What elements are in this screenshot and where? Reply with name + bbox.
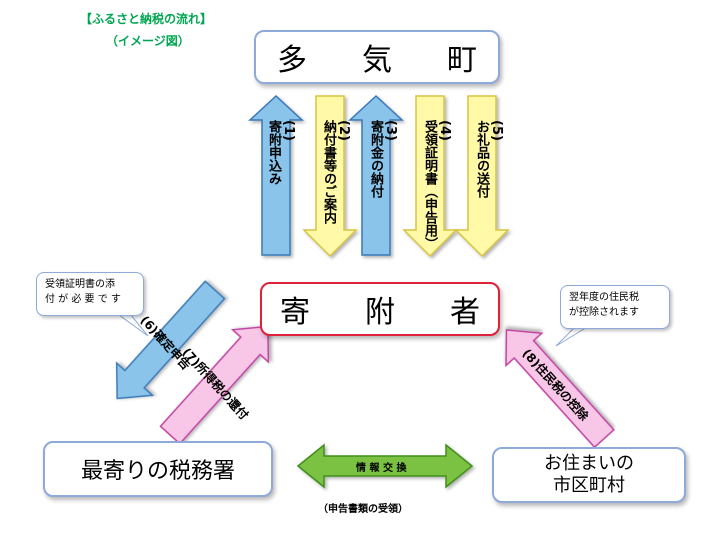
flow-1-text: 寄附申込み: [266, 120, 281, 185]
flow-1-number: (1): [281, 120, 296, 141]
donor-char-3: 者: [450, 295, 480, 330]
exchange-label: 情 報 交 換: [356, 463, 407, 474]
flow-2-number: (2): [336, 120, 351, 141]
flow-5-label: (5) お礼品の送付: [474, 120, 504, 198]
tax-office-node: 最寄りの税務署: [43, 441, 273, 497]
flow-4-text: 受領証明書（申告用）: [422, 120, 437, 250]
arrow-7-diagonal: [159, 325, 270, 445]
callout-certificate-note: 受領証明書の添 付 が 必 要 で す: [36, 272, 144, 316]
flow-5-number: (5): [489, 120, 504, 141]
donor-char-1: 寄: [280, 295, 310, 330]
arrow-4-down: [402, 95, 458, 258]
callout-left-line1: 受領証明書の添: [45, 279, 115, 290]
donor-node: 寄 附 者: [260, 282, 500, 336]
arrow-2-down: [302, 95, 358, 258]
callout-right-line2: が控除されます: [569, 307, 639, 318]
callout-right-line1: 翌年度の住民税: [569, 292, 639, 303]
flow-4-number: (4): [437, 120, 452, 141]
arrow-8-diagonal: [505, 329, 615, 449]
town-node: 多 気 町: [254, 30, 500, 84]
flow-1-label: (1) 寄附申込み: [266, 120, 296, 185]
flow-3-label: (3) 寄附金の納付: [368, 120, 398, 198]
exchange-caption: （申告書類の受領）: [318, 504, 408, 515]
arrow-6-diagonal: [115, 280, 226, 400]
flow-5-text: お礼品の送付: [474, 120, 489, 198]
donor-char-2: 附: [365, 295, 395, 330]
flow-4-label: (4) 受領証明書（申告用）: [422, 120, 452, 250]
town-char-2: 気: [362, 43, 392, 78]
arrow-5-down: [454, 95, 510, 258]
diagram-subtitle: （イメージ図）: [106, 34, 190, 48]
flow-3-number: (3): [383, 120, 398, 141]
arrow-1-up: [248, 94, 304, 256]
arrow-3-up: [348, 94, 404, 256]
flow-2-text: 納付書等のご案内: [321, 120, 336, 224]
city-label-line2: 市区町村: [553, 475, 625, 496]
exchange-arrow: [296, 443, 474, 489]
town-char-1: 多: [277, 43, 307, 78]
city-label-line1: お住まいの: [544, 453, 634, 474]
flow-3-text: 寄附金の納付: [368, 120, 383, 198]
callout-left-line2: 付 が 必 要 で す: [45, 294, 121, 305]
flow-2-label: (2) 納付書等のご案内: [321, 120, 351, 224]
callout-residence-tax-note: 翌年度の住民税 が控除されます: [560, 285, 670, 329]
city-node: お住まいの 市区町村: [492, 447, 686, 503]
diagram-title: 【ふるさと納税の流れ】: [80, 12, 213, 26]
tax-office-label: 最寄りの税務署: [80, 459, 235, 484]
town-char-3: 町: [447, 43, 477, 78]
